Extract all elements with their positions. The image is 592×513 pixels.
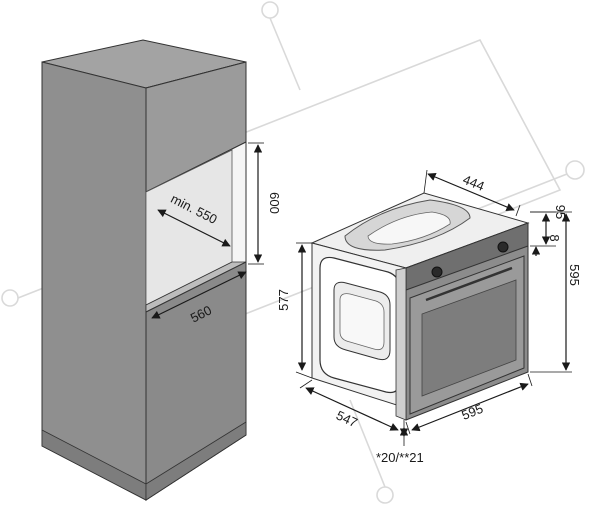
door-window bbox=[421, 279, 517, 397]
niche-height-dimension: 600 bbox=[248, 142, 282, 265]
oven bbox=[310, 192, 530, 421]
oven-height-dimension: 595 bbox=[530, 211, 582, 373]
panel-gap-label: 8 bbox=[547, 234, 562, 241]
oven-height-label: 595 bbox=[567, 264, 582, 286]
cabinet bbox=[41, 39, 247, 501]
left-knob-icon bbox=[431, 266, 443, 278]
door-offset-dimension: *20/**21 bbox=[376, 420, 424, 465]
oven-top-depth-label: 444 bbox=[461, 172, 487, 194]
oven-side-height-dimension: 577 bbox=[276, 242, 313, 379]
right-knob-icon bbox=[497, 241, 509, 253]
cabinet-side bbox=[41, 61, 147, 501]
door-offset-label: *20/**21 bbox=[376, 450, 424, 465]
niche-height-label: 600 bbox=[267, 192, 282, 214]
oven-width-label: 595 bbox=[459, 401, 485, 423]
oven-side-height-label: 577 bbox=[276, 289, 291, 311]
panel-gap-dimension: 8 bbox=[531, 234, 562, 256]
door-handle bbox=[425, 266, 513, 302]
